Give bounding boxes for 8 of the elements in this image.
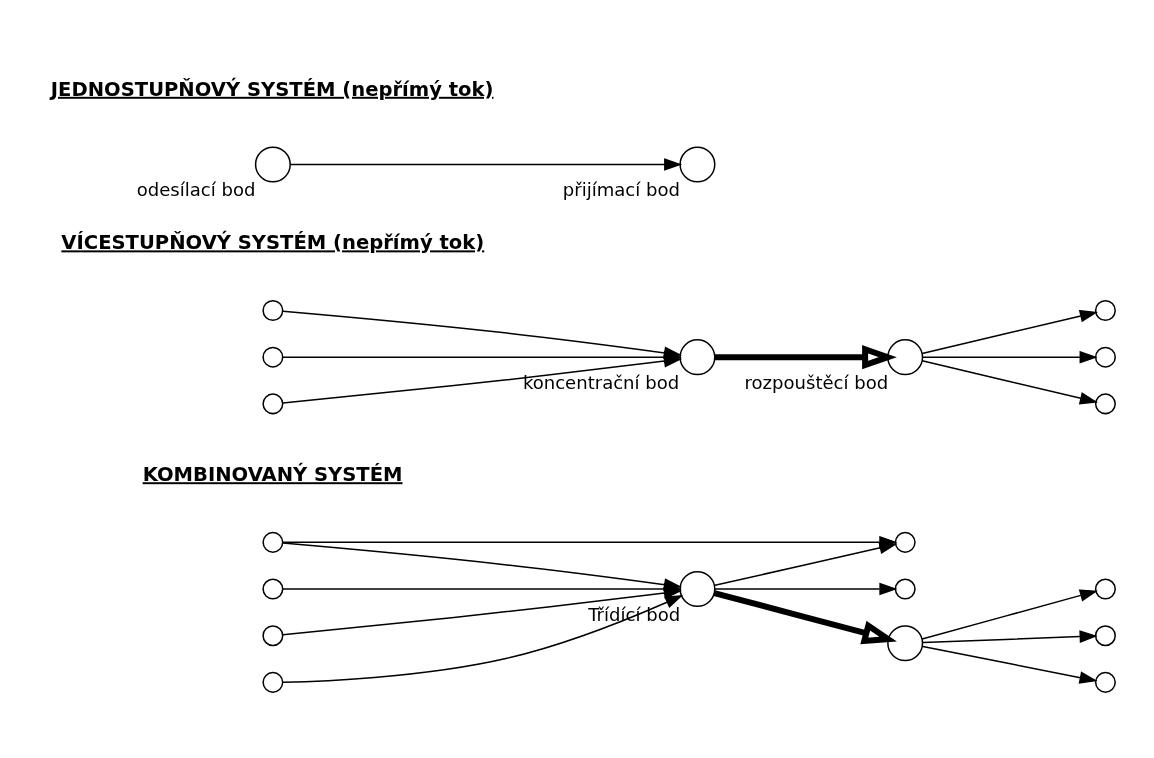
node-label: rozpouštěcí bod [744, 371, 889, 393]
label: KOMBINOVANÝ SYSTÉM [142, 463, 403, 487]
node-label: přijímací bod [562, 179, 681, 201]
label: JEDNOSTUPŇOVÝ SYSTÉM (nepřímý tok) [50, 77, 494, 101]
node-label: koncentrační bod [522, 371, 680, 393]
node-label: Třídící bod [588, 603, 681, 625]
label: VÍCESTUPŇOVÝ SYSTÉM (nepřímý tok) [61, 231, 485, 255]
node-label: odesílací bod [136, 179, 256, 201]
